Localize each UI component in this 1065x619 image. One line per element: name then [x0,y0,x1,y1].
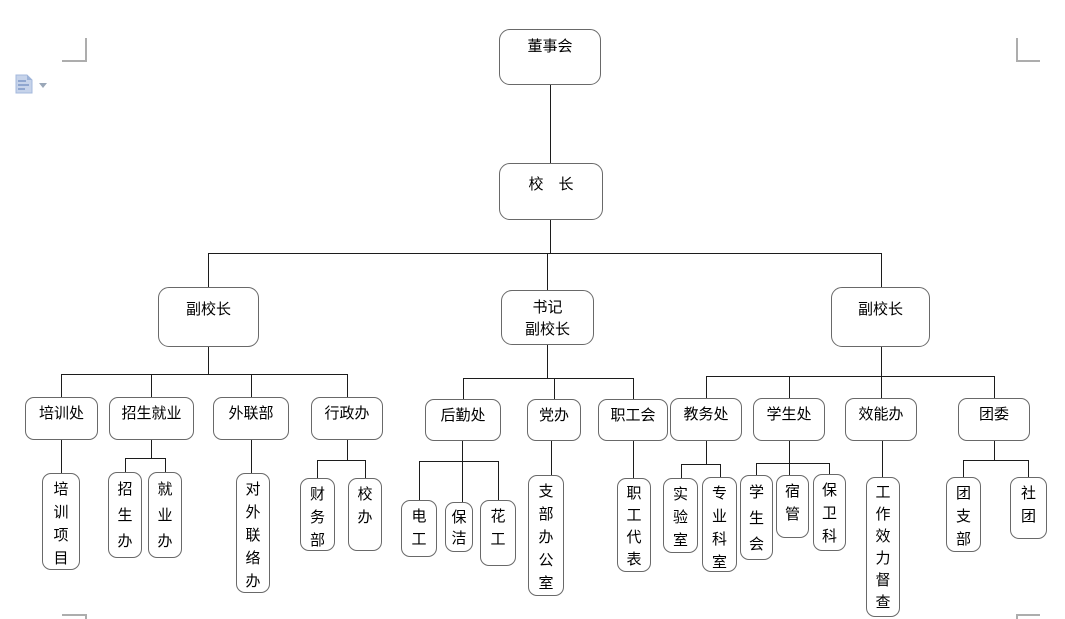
crop-mark-top-right [1016,60,1040,62]
org-node-admin-office[interactable]: 行政办 [311,397,383,440]
connector-line [881,347,882,376]
org-node-employment-office[interactable]: 就业办 [148,472,182,558]
org-node-efficiency-office[interactable]: 效能办 [845,398,917,441]
connector-line [365,460,366,478]
connector-line [706,376,994,377]
org-node-finance-dept[interactable]: 财务部 [300,478,335,551]
paste-options-button[interactable] [15,74,49,98]
connector-line [547,253,548,290]
org-node-party-office[interactable]: 党办 [527,399,581,441]
crop-mark-top-right [1016,38,1018,62]
connector-line [789,376,790,398]
org-node-training-office[interactable]: 培训处 [25,397,98,440]
connector-line [963,460,964,477]
org-node-student-union[interactable]: 学生会 [740,475,773,560]
connector-line [881,253,882,287]
connector-line [151,374,152,397]
org-node-principal[interactable]: 校 长 [499,163,603,220]
connector-line [829,463,830,474]
connector-line [550,220,551,253]
org-node-cleaner[interactable]: 保洁 [445,502,473,552]
connector-line [61,440,62,473]
org-node-dorm-mgmt[interactable]: 宿管 [776,475,809,538]
chevron-down-icon [39,83,47,88]
org-node-labor-union[interactable]: 职工会 [598,399,668,441]
crop-mark-top-left [85,38,87,62]
connector-line [551,441,552,475]
org-node-vice-principal-right[interactable]: 副校长 [831,287,930,347]
org-node-board[interactable]: 董事会 [499,29,601,85]
org-node-school-office[interactable]: 校办 [348,478,382,551]
connector-line [125,458,165,459]
connector-line [208,253,209,287]
connector-line [463,378,464,399]
org-node-training-projects[interactable]: 培训项目 [42,473,80,570]
connector-line [756,463,757,475]
connector-line [251,440,252,473]
connector-line [554,378,555,399]
org-node-external-liaison[interactable]: 外联部 [213,397,289,440]
org-node-vice-principal-left[interactable]: 副校长 [158,287,259,347]
connector-line [61,374,62,397]
org-node-secretary-vice-principal[interactable]: 书记 副校长 [501,290,594,345]
connector-line [756,463,829,464]
connector-line [633,441,634,478]
connector-line [882,441,883,477]
connector-line [706,376,707,398]
connector-line [347,440,348,460]
connector-line [462,441,463,502]
org-node-clubs[interactable]: 社团 [1010,477,1047,539]
connector-line [994,376,995,398]
crop-mark-bottom-left [62,614,86,616]
connector-line [881,376,882,398]
crop-mark-bottom-left [85,614,87,619]
connector-line [633,378,634,399]
connector-line [165,458,166,472]
connector-line [208,253,882,254]
connector-line [681,464,720,465]
org-node-staff-reps[interactable]: 职工代表 [617,478,651,572]
crop-mark-bottom-right [1016,614,1018,619]
connector-line [706,441,707,464]
org-node-logistics[interactable]: 后勤处 [425,399,501,441]
connector-line [681,464,682,478]
org-node-league-branch[interactable]: 团支部 [946,477,981,552]
connector-line [789,441,790,475]
connector-line [994,441,995,460]
org-node-admissions-office[interactable]: 招生办 [108,472,142,558]
connector-line [151,440,152,458]
org-node-professional-depts[interactable]: 专业科室 [702,477,737,572]
org-node-academic-affairs[interactable]: 教务处 [670,398,742,441]
org-node-laboratory[interactable]: 实验室 [663,478,698,553]
connector-line [347,374,348,397]
connector-line [125,458,126,472]
connector-line [251,374,252,397]
org-node-branch-office[interactable]: 支部办公室 [528,475,564,596]
crop-mark-top-left [62,60,86,62]
org-node-student-affairs[interactable]: 学生处 [753,398,825,441]
connector-line [963,460,1028,461]
connector-line [463,378,633,379]
org-node-electrician[interactable]: 电工 [401,500,437,557]
org-node-youth-league[interactable]: 团委 [958,398,1030,441]
connector-line [317,460,365,461]
connector-line [419,461,498,462]
connector-line [550,85,551,163]
org-node-admissions-employment[interactable]: 招生就业 [109,397,194,440]
connector-line [61,374,347,375]
connector-line [419,461,420,500]
org-node-supervision[interactable]: 工作效力督查 [866,477,900,617]
connector-line [208,347,209,374]
connector-line [547,345,548,378]
clipboard-paste-icon [15,74,33,94]
org-node-gardener[interactable]: 花工 [480,500,516,566]
connector-line [720,464,721,477]
org-node-external-liaison-office[interactable]: 对外联络办 [236,473,270,593]
connector-line [1028,460,1029,477]
connector-line [317,460,318,478]
connector-line [498,461,499,500]
org-node-security-section[interactable]: 保卫科 [813,474,846,551]
crop-mark-bottom-right [1016,614,1040,616]
